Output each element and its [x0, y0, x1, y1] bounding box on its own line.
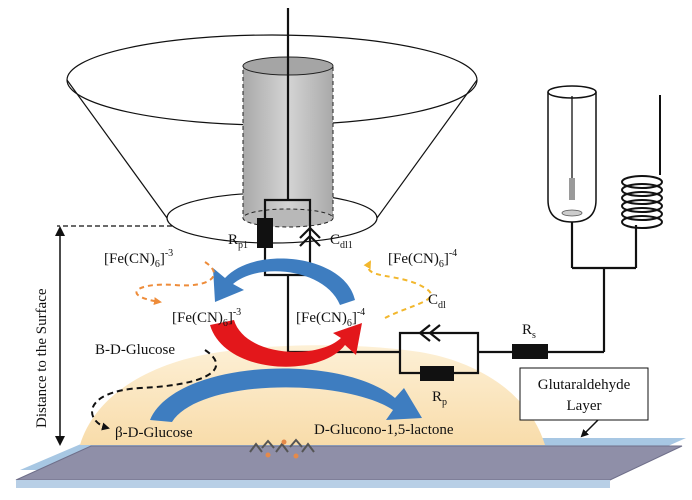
glutaraldehyde-label-line1: Glutaraldehyde [538, 377, 631, 393]
glutaraldehyde-callout-box [519, 367, 649, 421]
diffusion-dashed-yellow [363, 260, 432, 319]
enzyme-cluster-icon [249, 438, 315, 459]
rp-resistor [420, 366, 454, 381]
glucose-dashed-arrow [91, 349, 218, 431]
cdl-label: Cdl [428, 292, 446, 311]
glucose-oxidation-arrow-blue [150, 368, 422, 422]
rp1-resistor [257, 218, 273, 248]
glutaraldehyde-pointer [580, 419, 599, 438]
beta-d-glucose-label: β-D-Glucose [115, 425, 193, 441]
d-glucono-lactone-label: D-Glucono-1,5-lactone [314, 422, 454, 438]
cdl1-capacitor [299, 226, 321, 247]
reduction-arrow-red [210, 320, 362, 367]
counter-electrode-coil [621, 95, 663, 229]
rp-label: Rp [432, 389, 447, 408]
oxidation-arrow-blue [213, 258, 355, 305]
cdl1-label: Cdl1 [330, 232, 353, 251]
distance-indicator [55, 225, 172, 446]
diffusion-dashed-orange [135, 261, 215, 306]
fecn-minus4-mid-label: [Fe(CN)6]-4 [296, 307, 365, 329]
rs-label: Rs [522, 322, 536, 341]
rs-resistor [512, 344, 548, 359]
glutaraldehyde-label-line2: Layer [567, 398, 602, 414]
rp1-label: Rp1 [228, 232, 248, 251]
fecn-minus4-top-label: [Fe(CN)6]-4 [388, 248, 457, 270]
fecn-minus3-mid-label: [Fe(CN)6]-3 [172, 307, 241, 329]
fecn-minus3-top-label: [Fe(CN)6]-3 [104, 248, 173, 270]
cdl-capacitor [418, 324, 441, 342]
reference-electrode [547, 85, 597, 223]
b-d-glucose-label: B-D-Glucose [95, 342, 175, 358]
substrate [15, 438, 686, 488]
distance-label: Distance to the Surface [34, 288, 50, 428]
